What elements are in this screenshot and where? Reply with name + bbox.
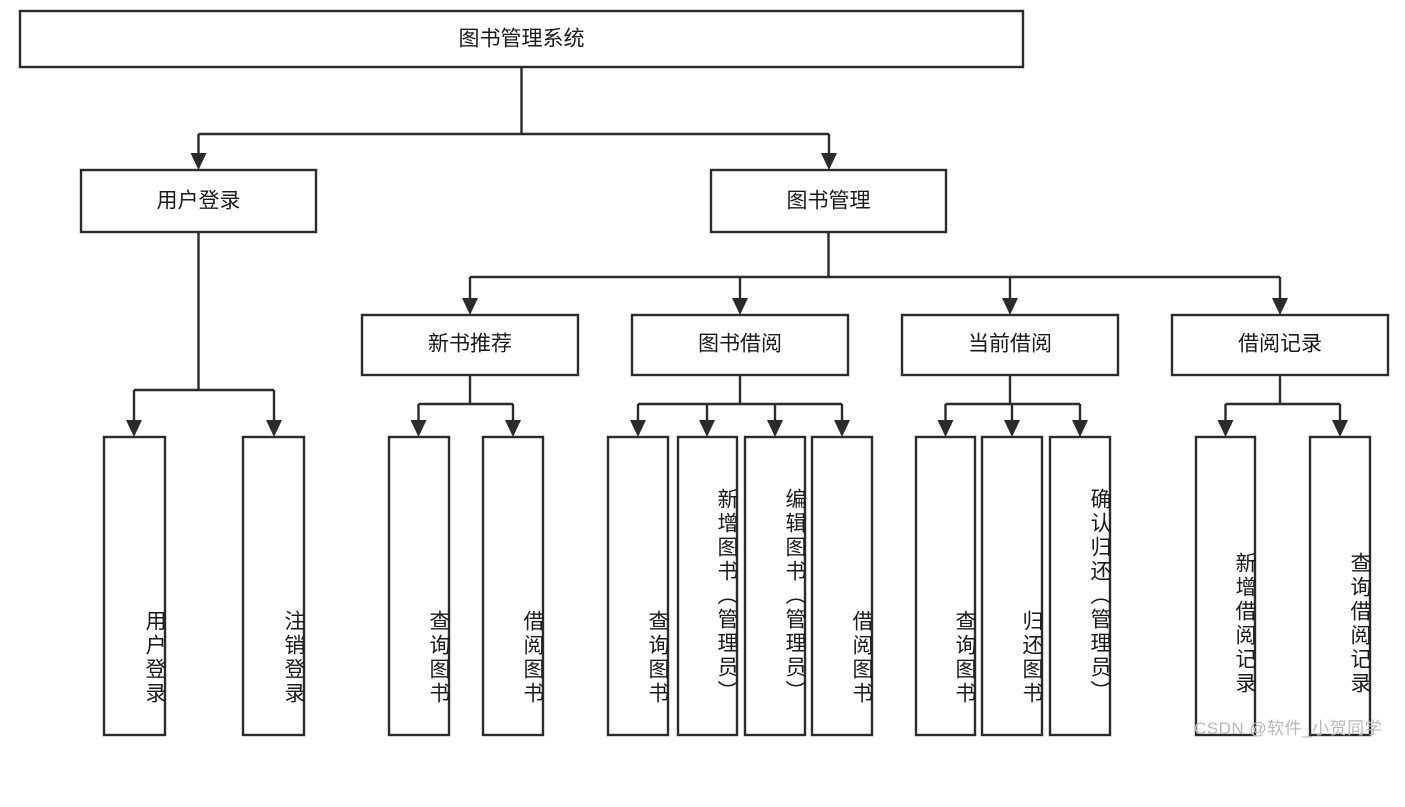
arrow-head-leaf-book-borrow-1 <box>699 420 715 437</box>
node-box-leaf-current-borrow-1[interactable] <box>980 435 1044 737</box>
arrow-head-leaf-current-borrow-2 <box>1072 420 1088 437</box>
arrow-head-leaf-new-book-0 <box>410 420 427 437</box>
arrow-head-current-borrow <box>1002 298 1018 315</box>
arrow-head-leaf-user-login-0 <box>126 420 142 437</box>
node-label-current-borrow: 当前借阅 <box>968 333 1052 356</box>
arrow-head-leaf-book-borrow-2 <box>767 420 783 437</box>
connector-group-book-borrow-leaves <box>630 375 850 437</box>
connector-group-root <box>190 67 837 170</box>
node-box-leaf-user-login-1[interactable] <box>241 435 306 737</box>
connector-group-current-borrow-leaves <box>937 375 1088 437</box>
node-box-leaf-current-borrow-0[interactable] <box>914 435 977 737</box>
node-box-leaf-current-borrow-2[interactable] <box>1048 435 1112 737</box>
node-box-root[interactable] <box>18 9 1025 69</box>
node-box-current-borrow[interactable] <box>900 313 1120 377</box>
csdn-watermark: CSDN @软件_小贺同学 <box>1194 719 1383 738</box>
arrow-head-user-login <box>190 153 207 170</box>
connector-group-borrow-record-leaves <box>1217 375 1348 437</box>
arrow-head-leaf-borrow-record-0 <box>1217 420 1234 437</box>
node-box-leaf-user-login-0[interactable] <box>102 435 167 737</box>
arrow-head-leaf-book-borrow-3 <box>834 420 850 437</box>
arrow-head-book-manage <box>821 153 837 170</box>
node-label-book-manage: 图书管理 <box>787 190 871 213</box>
node-box-new-book-recommend[interactable] <box>360 313 580 377</box>
arrow-head-leaf-current-borrow-1 <box>1004 420 1020 437</box>
arrow-head-borrow-record <box>1272 298 1288 315</box>
node-box-leaf-book-borrow-0[interactable] <box>606 435 670 737</box>
node-box-leaf-book-borrow-2[interactable] <box>743 435 807 737</box>
arrow-head-leaf-book-borrow-0 <box>630 420 646 437</box>
arrow-head-leaf-borrow-record-1 <box>1332 420 1348 437</box>
node-box-leaf-book-borrow-1[interactable] <box>676 435 739 737</box>
node-box-borrow-record[interactable] <box>1170 313 1390 377</box>
node-box-leaf-borrow-record-1[interactable] <box>1308 435 1372 737</box>
node-label-borrow-record: 借阅记录 <box>1238 333 1322 356</box>
arrow-head-leaf-current-borrow-0 <box>937 420 954 437</box>
node-box-leaf-book-borrow-3[interactable] <box>810 435 874 737</box>
node-box-book-borrow[interactable] <box>630 313 850 377</box>
node-box-leaf-new-book-1[interactable] <box>481 435 545 737</box>
arrow-head-leaf-user-login-1 <box>266 420 282 437</box>
diagram-canvas: 图书管理系统 用户登录 图书管理 新书推荐 图书借阅 当前借阅 借阅记录 <box>18 9 1390 738</box>
arrow-head-book-borrow <box>732 298 748 315</box>
connector-group-book-manage <box>462 232 1288 315</box>
node-label-book-borrow: 图书借阅 <box>698 333 782 356</box>
node-box-book-manage[interactable] <box>709 168 948 234</box>
connector-group-user-login-leaves <box>126 232 282 437</box>
node-box-leaf-borrow-record-0[interactable] <box>1194 435 1257 737</box>
arrow-head-leaf-new-book-1 <box>505 420 521 437</box>
node-label-new-book-recommend: 新书推荐 <box>428 333 512 356</box>
diagram-svg: 图书管理系统 用户登录 图书管理 新书推荐 图书借阅 当前借阅 借阅记录 <box>18 9 1390 737</box>
connector-group-new-book-leaves <box>410 375 521 437</box>
node-label-root: 图书管理系统 <box>459 28 585 51</box>
node-label-user-login: 用户登录 <box>157 190 241 213</box>
node-box-leaf-new-book-0[interactable] <box>387 435 451 737</box>
arrow-head-new-book <box>462 298 478 315</box>
